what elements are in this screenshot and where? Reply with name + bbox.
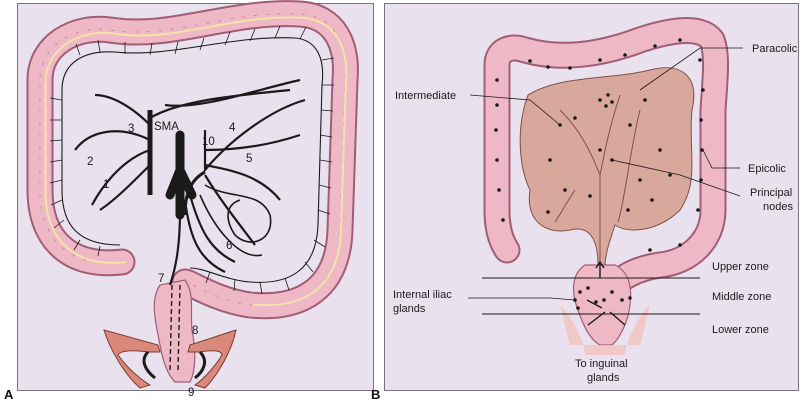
aorta [170, 135, 192, 215]
vessel-label-2: 2 [87, 156, 93, 168]
label-internal-iliac-line2: glands [393, 303, 426, 315]
rectum-a [154, 280, 195, 382]
panel-a-drawing: SMA 1 2 3 4 5 6 7 8 9 10 [40, 14, 346, 399]
vessel-label-3: 3 [128, 123, 134, 135]
vessel-label-5: 5 [246, 153, 252, 165]
vessel-label-6: 6 [226, 240, 232, 252]
label-epicolic: Epicolic [748, 163, 786, 175]
vessel-label-10: 10 [202, 136, 215, 148]
vessel-label-9: 9 [188, 387, 194, 399]
label-paracolic: Paracolic [752, 43, 798, 55]
marginal-artery [62, 38, 323, 283]
vessel-label-8: 8 [192, 325, 198, 337]
sma-label: SMA [154, 121, 179, 133]
vessel-label-4: 4 [229, 122, 236, 134]
rectum-b [574, 265, 631, 345]
label-principal-line1: Principal [750, 187, 792, 199]
label-inguinal-line2: glands [587, 372, 620, 384]
vessel-label-7: 7 [158, 273, 164, 285]
mesentery [520, 68, 694, 265]
vessel-label-1: 1 [103, 179, 109, 191]
panel-b-drawing: Paracolic Intermediate Epicolic Principa… [393, 31, 798, 384]
label-internal-iliac-line1: Internal iliac [393, 289, 452, 301]
label-intermediate: Intermediate [395, 90, 456, 102]
label-upper-zone: Upper zone [712, 261, 769, 273]
label-middle-zone: Middle zone [712, 291, 771, 303]
label-lower-zone: Lower zone [712, 324, 769, 336]
label-principal-line2: nodes [763, 201, 793, 213]
label-inguinal-line1: To inguinal [575, 358, 628, 370]
levator-left [104, 330, 160, 388]
